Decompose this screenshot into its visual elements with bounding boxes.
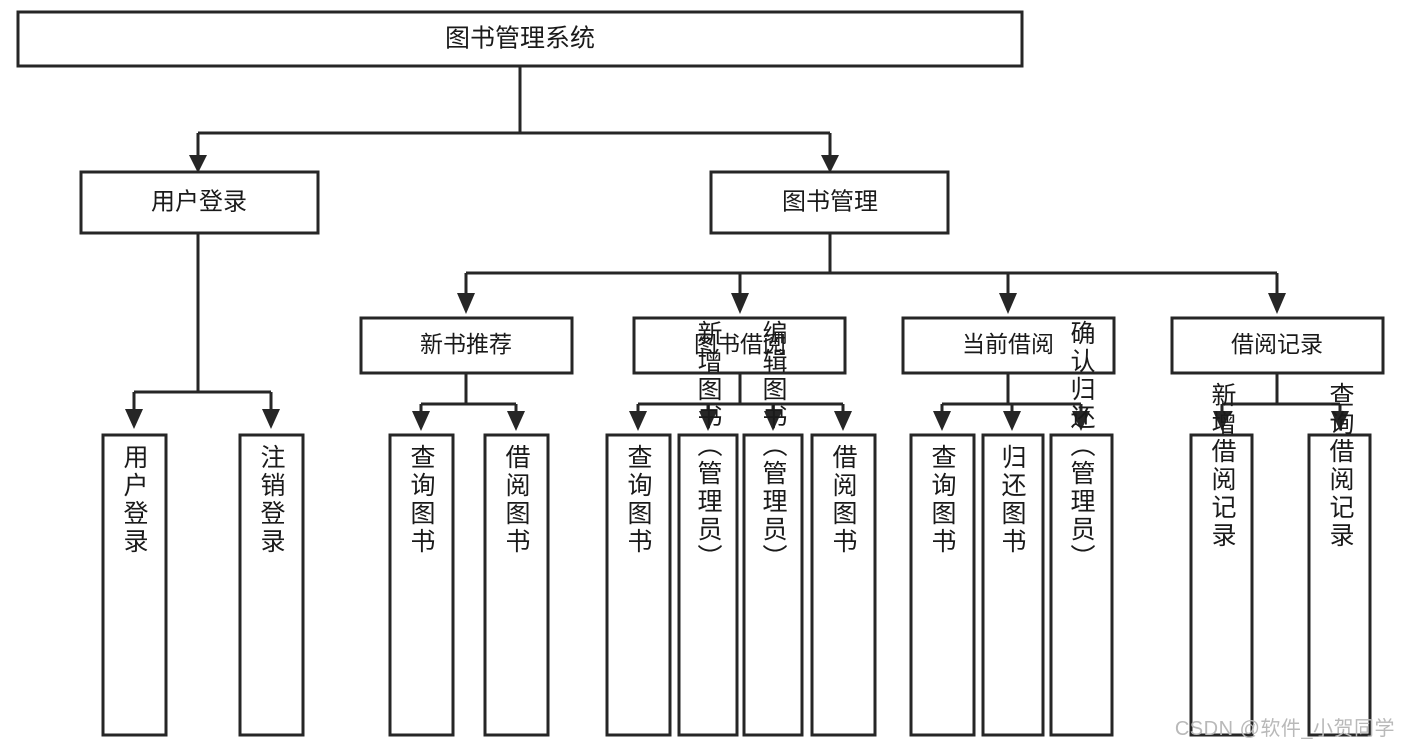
leaf-nb-query-book-label: 查询图书 [407, 444, 436, 556]
arrowhead-bb-borrow [834, 411, 852, 431]
leaf-user-login-rect[interactable] [101, 433, 168, 737]
node-current-borrow-rect[interactable] [901, 316, 1116, 375]
node-user-login[interactable]: 用户登录 [79, 170, 320, 235]
node-book-borrow[interactable]: 图书借阅 [632, 316, 847, 375]
node-new-book-recommend-rect[interactable] [359, 316, 574, 375]
connectors [125, 66, 1349, 431]
leaf-cb-query-book[interactable]: 查询图书 [909, 433, 976, 737]
node-book-management[interactable]: 图书管理 [709, 170, 950, 235]
arrowhead-borrow-book [731, 293, 749, 314]
leaf-user-login-label: 用户登录 [120, 444, 149, 556]
leaf-logout-label: 注销登录 [257, 444, 286, 556]
leaf-bb-borrow-book[interactable]: 借阅图书 [810, 433, 877, 737]
leaf-nb-borrow-book-rect[interactable] [483, 433, 550, 737]
leaf-nb-query-book[interactable]: 查询图书 [388, 433, 455, 737]
arrowhead-user-login [189, 155, 207, 173]
leaf-logout[interactable]: 注销登录 [238, 433, 305, 737]
arrowhead-cb-confirm [1072, 411, 1090, 431]
node-borrow-record-rect[interactable] [1170, 316, 1385, 375]
node-borrow-record[interactable]: 借阅记录 [1170, 316, 1385, 375]
arrowhead-cb-query [933, 411, 951, 431]
leaf-cb-return-book[interactable]: 归还图书 [981, 433, 1045, 737]
leaf-cb-query-book-rect[interactable] [909, 433, 976, 737]
node-user-login-rect[interactable] [79, 170, 320, 235]
leaf-br-query-record[interactable]: 查询借阅记录 [1307, 382, 1372, 737]
node-book-borrow-rect[interactable] [632, 316, 847, 375]
arrowhead-bb-query [629, 411, 647, 431]
leaf-br-query-record-label: 查询借阅记录 [1326, 382, 1355, 550]
arrowhead-br-add [1213, 411, 1231, 431]
leaf-cb-query-book-label: 查询图书 [928, 444, 957, 556]
node-current-borrow[interactable]: 当前借阅 [901, 316, 1116, 375]
leaf-bb-add-book-admin-label: 新增图书（管理员） [694, 320, 723, 572]
leaf-bb-add-book-admin-rect[interactable] [677, 433, 739, 737]
leaf-bb-query-book-label: 查询图书 [624, 444, 653, 556]
node-user-login-label: 用户登录 [151, 188, 247, 215]
leaf-bb-edit-book-admin-label: 编辑图书（管理员） [759, 320, 788, 572]
csdn-watermark: CSDN @软件_小贺同学 [1174, 718, 1395, 740]
arrowhead-br-query [1331, 411, 1349, 431]
arrowhead-leaf-logout [262, 409, 280, 429]
node-borrow-record-label: 借阅记录 [1231, 331, 1323, 357]
arrowhead-new-book [457, 293, 475, 314]
node-root[interactable]: 图书管理系统 [16, 10, 1024, 68]
leaf-nb-query-book-rect[interactable] [388, 433, 455, 737]
node-root-label: 图书管理系统 [445, 25, 595, 53]
node-new-book-recommend[interactable]: 新书推荐 [359, 316, 574, 375]
leaf-logout-rect[interactable] [238, 433, 305, 737]
leaf-br-add-record-label: 新增借阅记录 [1208, 382, 1237, 550]
node-book-management-label: 图书管理 [782, 188, 878, 215]
leaf-bb-borrow-book-rect[interactable] [810, 433, 877, 737]
leaf-cb-confirm-return-admin-rect[interactable] [1049, 433, 1114, 737]
arrowhead-bb-edit [764, 411, 782, 431]
arrowhead-nb-borrow [507, 411, 525, 431]
leaf-bb-query-book[interactable]: 查询图书 [605, 433, 672, 737]
leaf-br-query-record-rect[interactable] [1307, 433, 1372, 737]
leaf-bb-add-book-admin[interactable]: 新增图书（管理员） [677, 320, 739, 737]
leaf-bb-query-book-rect[interactable] [605, 433, 672, 737]
arrowhead-book-mgmt [821, 155, 839, 173]
leaf-bb-borrow-book-label: 借阅图书 [829, 444, 858, 556]
leaf-nb-borrow-book[interactable]: 借阅图书 [483, 433, 550, 737]
leaf-user-login[interactable]: 用户登录 [101, 433, 168, 737]
leaf-bb-edit-book-admin[interactable]: 编辑图书（管理员） [742, 320, 804, 737]
leaf-cb-return-book-rect[interactable] [981, 433, 1045, 737]
arrowhead-borrow-record [1268, 293, 1286, 314]
leaf-nb-borrow-book-label: 借阅图书 [502, 444, 531, 556]
node-current-borrow-label: 当前借阅 [962, 331, 1054, 357]
leaf-cb-return-book-label: 归还图书 [998, 444, 1027, 556]
node-root-rect[interactable] [16, 10, 1024, 68]
node-book-management-rect[interactable] [709, 170, 950, 235]
leaf-cb-confirm-return-admin-label: 确认归还（管理员） [1067, 320, 1096, 572]
node-book-borrow-label: 图书借阅 [694, 331, 786, 357]
arrowhead-current-borrow [999, 293, 1017, 314]
arrowhead-bb-add [699, 411, 717, 431]
leaf-bb-edit-book-admin-rect[interactable] [742, 433, 804, 737]
leaf-cb-confirm-return-admin[interactable]: 确认归还（管理员） [1049, 320, 1114, 737]
leaf-br-add-record[interactable]: 新增借阅记录 [1189, 382, 1254, 737]
node-new-book-recommend-label: 新书推荐 [420, 331, 512, 357]
arrowhead-nb-query [412, 411, 430, 431]
leaf-br-add-record-rect[interactable] [1189, 433, 1254, 737]
arrowhead-cb-return [1003, 411, 1021, 431]
arrowhead-leaf-user-login [125, 409, 143, 429]
